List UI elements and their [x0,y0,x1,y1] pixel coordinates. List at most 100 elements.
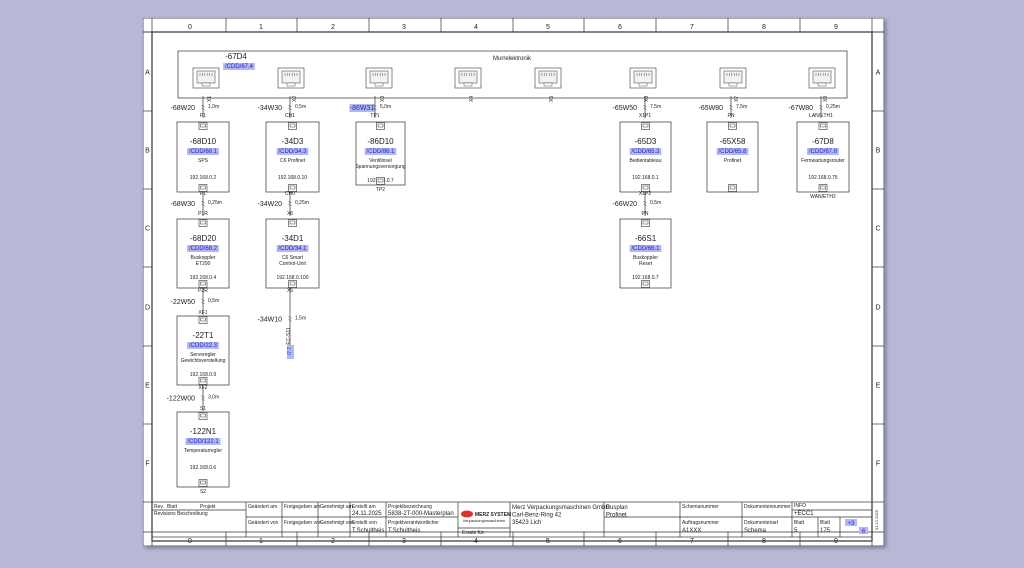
port-jack [729,123,736,128]
rj45-clip [817,82,827,87]
device-ref[interactable]: /CDD/67.8 [809,149,838,155]
device-ref[interactable]: /CDD/34.3 [278,149,307,155]
rj45-clip [374,82,384,87]
port-frame [198,377,208,385]
row-label-left: C [145,226,150,233]
cable-length: 0,5m [295,104,306,110]
cable-break-mark [819,104,823,108]
device-name: Ventilinsel [369,158,392,164]
device-ref[interactable]: /CDD/65.8 [718,149,747,155]
rj45-port-icon [629,67,657,89]
cable-id: -67W80 [788,105,813,112]
rj45-port-icon [365,67,393,89]
device-name: SPS [198,158,209,164]
port-jack [820,185,826,190]
rj45-clip [286,82,296,87]
row-label-left: D [145,305,150,312]
device-id: -22T1 [193,331,214,340]
murr-port-label: X4 [469,96,475,102]
device-box [355,121,406,186]
device-box [176,218,230,289]
rj45-port-icon [719,67,747,89]
port-frame [641,219,650,227]
murr-port-label: X6 [644,96,650,102]
sheet-border [143,18,884,546]
device-ip: 192.168.0.7 [632,275,659,281]
device-ip: 192.168.0.4 [190,275,217,281]
cable-id[interactable]: -86W31 [350,105,375,112]
device-id: -34D1 [282,234,304,243]
device-ref[interactable]: /CDD/66.1 [631,246,660,252]
cable-length: 0,25m [295,200,309,206]
ethernet-port-icon [198,316,208,324]
cable-id: -66W20 [612,201,637,208]
connector-label-bottom: LAN/ETH1 [809,113,833,119]
created-on-label: Erstellt am [352,504,376,510]
cable-break-mark [288,107,292,111]
ethernet-port-icon [198,122,208,130]
responsible-value: T.Schultheis [388,528,420,534]
device-ref[interactable]: /CDD/122.1 [187,439,219,445]
rj45-port-icon [192,67,220,89]
murr-device-ref[interactable]: /CDD/67.4 [225,64,254,70]
sheet-label: Blatt [794,520,805,526]
page-link-next[interactable]: 6 [862,529,866,535]
device-ref-highlight [716,148,749,155]
cable-break-mark [201,200,205,204]
page-label: Blatt [820,520,831,526]
device-ref[interactable]: /CDD/34.1 [278,246,307,252]
device-ref[interactable]: /CDD/22.3 [189,343,218,349]
ethernet-port-icon [288,280,297,288]
ethernet-port-icon [198,184,208,192]
port-frame [641,122,650,130]
xref-link[interactable]: /7.7 [287,347,293,356]
device-ref-highlight [807,148,839,155]
port-jack [642,220,649,225]
port-jack [729,185,736,190]
ethernet-port-icon [376,177,385,185]
device-id: -66S1 [635,234,657,243]
company-line: Merz Verpackungsmaschinen GmbH [512,505,610,511]
device-name: Profinet [724,158,742,164]
ethernet-port-icon [728,184,737,192]
vertical-date: 01.12.2025 [874,509,879,530]
port-frame [288,219,297,227]
column-label-top: 2 [331,24,335,31]
connector-label-bottom: XF1 [198,310,207,316]
device-bottom-label: TP2 [376,187,385,193]
port-jack [289,220,296,225]
cable-length: 0,25m [826,104,840,110]
cable-id: -34W10 [257,317,282,324]
port-jack [377,178,384,183]
rj45-jack [369,70,389,84]
cable-id: -68W20 [170,105,195,112]
port-frame [728,122,737,130]
device-ref[interactable]: /CDD/86.1 [366,149,395,155]
port-frame [198,122,208,130]
ethernet-port-icon [376,122,385,130]
document-type-label: Dokumentenart [744,520,779,526]
cable-break-mark [373,104,377,108]
device-ref[interactable]: /CDD/68.2 [189,246,218,252]
device-ref[interactable]: /CDD/65.3 [631,149,660,155]
device-ref[interactable]: /CDD/68.1 [189,149,218,155]
cable-break-mark [643,107,647,111]
connector-label-bottom: X1P1 [639,113,651,119]
cable-length: 0,5m [208,298,219,304]
port-frame [818,184,828,192]
cable-id: -68W30 [170,201,195,208]
device-name: Buskoppler [633,255,658,261]
cable-length: 0,25m [208,200,222,206]
replace-for-label: Ersatz für: [462,530,485,536]
connector-label-bottom: CH1 [285,113,295,119]
row-label-right: B [876,148,881,155]
device-name: Bedientableau [630,158,662,164]
device-ref-highlight [629,148,662,155]
page-link[interactable]: +3 [848,521,856,527]
xref-highlight [287,345,294,359]
cable-break-mark [729,107,733,111]
ethernet-port-icon [818,122,828,130]
port-jack [289,281,296,286]
connector-label-bottom: P1R [198,211,208,217]
column-label-top: 0 [188,24,192,31]
